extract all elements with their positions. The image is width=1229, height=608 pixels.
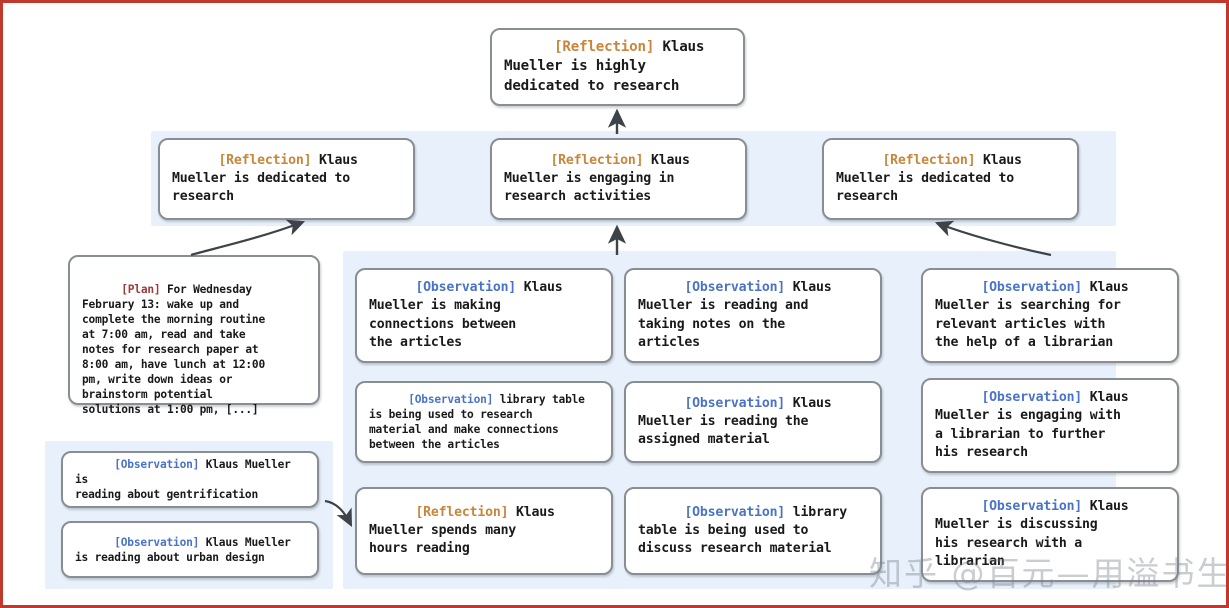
node-body: Klaus Mueller is reading about gentrific… — [75, 458, 291, 501]
node-text: [Observation] library table is being use… — [369, 377, 585, 467]
tag-observation: [Observation] — [408, 393, 494, 406]
node-body: Klaus Mueller is making connections betw… — [369, 280, 563, 350]
tag-reflection: [Reflection] — [554, 38, 655, 55]
node-reflection-left[interactable]: [Reflection] Klaus Mueller is dedicated … — [158, 138, 415, 220]
tag-plan: [Plan] — [121, 283, 161, 296]
node-text: [Reflection] Klaus Mueller is engaging i… — [504, 133, 690, 224]
node-body: Klaus Mueller is reading about urban des… — [75, 535, 291, 564]
node-text: [Observation] Klaus Mueller is reading a… — [75, 520, 291, 580]
node-body: Klaus Mueller is engaging with a librari… — [935, 390, 1129, 460]
tag-reflection: [Reflection] — [415, 504, 509, 520]
node-body: library table is being used to research … — [369, 393, 585, 451]
node-reflection-hours-reading[interactable]: [Reflection] Klaus Mueller spends many h… — [355, 487, 613, 575]
node-body: Klaus Mueller is reading the assigned ma… — [638, 395, 832, 448]
node-text: [Observation] Klaus Mueller is reading a… — [75, 442, 305, 517]
tag-reflection: [Reflection] — [550, 152, 644, 168]
node-body: Klaus Mueller spends many hours reading — [369, 504, 555, 557]
node-observation-searching-articles[interactable]: [Observation] Klaus Mueller is searching… — [921, 268, 1179, 363]
node-body: library table is being used to discuss r… — [638, 504, 847, 557]
node-text: [Observation] Klaus Mueller is reading a… — [638, 261, 832, 370]
node-reflection-center[interactable]: [Reflection] Klaus Mueller is engaging i… — [490, 138, 747, 220]
node-text: [Reflection] Klaus Mueller spends many h… — [369, 485, 555, 576]
tag-reflection: [Reflection] — [218, 152, 312, 168]
arrow-plan-to-left-reflection — [190, 219, 306, 257]
node-body: Klaus Mueller is dedicated to research — [172, 152, 358, 205]
tag-observation: [Observation] — [981, 499, 1083, 515]
tag-observation: [Observation] — [114, 535, 200, 549]
node-text: [Observation] library table is being use… — [638, 485, 847, 576]
tag-observation: [Observation] — [981, 280, 1083, 296]
node-plan[interactable]: [Plan] For Wednesday February 13: wake u… — [68, 255, 320, 416]
node-observation-discuss-research-material[interactable]: [Observation] library table is being use… — [624, 487, 882, 575]
node-text: [Plan] For Wednesday February 13: wake u… — [82, 267, 265, 432]
node-observation-gentrification[interactable]: [Observation] Klaus Mueller is reading a… — [61, 451, 319, 508]
node-observation-making-connections[interactable]: [Observation] Klaus Mueller is making co… — [355, 268, 613, 363]
node-text: [Reflection] Klaus Mueller is dedicated … — [836, 133, 1022, 224]
node-body: Klaus Mueller is reading and taking note… — [638, 280, 832, 350]
node-reflection-right[interactable]: [Reflection] Klaus Mueller is dedicated … — [822, 138, 1079, 220]
node-text: [Observation] Klaus Mueller is making co… — [369, 261, 563, 370]
tag-reflection: [Reflection] — [882, 152, 976, 168]
watermark: 知乎 @百元—用溢书生 — [869, 554, 1229, 593]
tag-observation: [Observation] — [415, 280, 517, 296]
node-observation-library-table-connections[interactable]: [Observation] library table is being use… — [355, 381, 613, 463]
tag-observation: [Observation] — [684, 395, 786, 411]
node-observation-discussing-research[interactable]: [Observation] Klaus Mueller is discussin… — [921, 487, 1179, 582]
tag-observation: [Observation] — [684, 504, 786, 520]
node-text: [Reflection] Klaus Mueller is highly ded… — [504, 18, 704, 116]
node-body: Klaus Mueller is dedicated to research — [836, 152, 1022, 205]
node-text: [Observation] Klaus Mueller is searching… — [935, 261, 1129, 370]
node-body: Klaus Mueller is searching for relevant … — [935, 280, 1129, 350]
node-observation-assigned-material[interactable]: [Observation] Klaus Mueller is reading t… — [624, 381, 882, 463]
tag-observation: [Observation] — [114, 458, 200, 471]
node-text: [Reflection] Klaus Mueller is dedicated … — [172, 133, 358, 224]
node-body: Klaus Mueller is highly dedicated to res… — [504, 38, 705, 94]
node-observation-engaging-librarian[interactable]: [Observation] Klaus Mueller is engaging … — [921, 378, 1179, 473]
node-text: [Observation] Klaus Mueller is engaging … — [935, 371, 1129, 480]
tag-observation: [Observation] — [684, 280, 786, 296]
node-body: Klaus Mueller is engaging in research ac… — [504, 152, 690, 205]
node-body: For Wednesday February 13: wake up and c… — [82, 283, 265, 416]
node-text: [Observation] Klaus Mueller is reading t… — [638, 376, 832, 467]
node-root-reflection[interactable]: [Reflection] Klaus Mueller is highly ded… — [490, 28, 745, 106]
node-body: Klaus Mueller is discussing his research… — [935, 499, 1129, 569]
node-text: [Observation] Klaus Mueller is discussin… — [935, 480, 1129, 589]
tag-observation: [Observation] — [981, 390, 1083, 406]
node-observation-urban-design[interactable]: [Observation] Klaus Mueller is reading a… — [61, 521, 319, 578]
node-observation-reading-taking-notes[interactable]: [Observation] Klaus Mueller is reading a… — [624, 268, 882, 363]
